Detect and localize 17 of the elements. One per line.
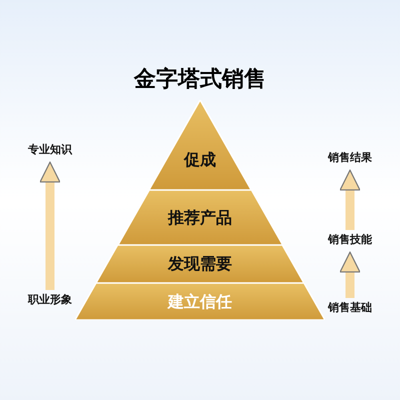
node-label: 推荐产品 <box>166 208 233 228</box>
pyramid-band <box>75 283 325 320</box>
node-label: 促成 <box>182 150 217 171</box>
block-arrow <box>40 162 60 290</box>
node-label: 销售技能 <box>326 232 373 247</box>
pyramid-band <box>118 190 282 245</box>
node-label: 发现需要 <box>166 254 233 275</box>
block-arrow <box>340 170 360 230</box>
pyramid-top <box>148 100 252 190</box>
node-label: 建立信任 <box>166 292 233 312</box>
node-label: 销售基础 <box>326 300 373 315</box>
node-label: 职业形象 <box>26 292 73 307</box>
node-label: 销售结果 <box>326 150 373 165</box>
pyramid-band <box>96 245 304 283</box>
node-label: 专业知识 <box>27 142 74 157</box>
block-arrow <box>340 252 360 298</box>
title: 金字塔式销售 <box>132 65 267 94</box>
